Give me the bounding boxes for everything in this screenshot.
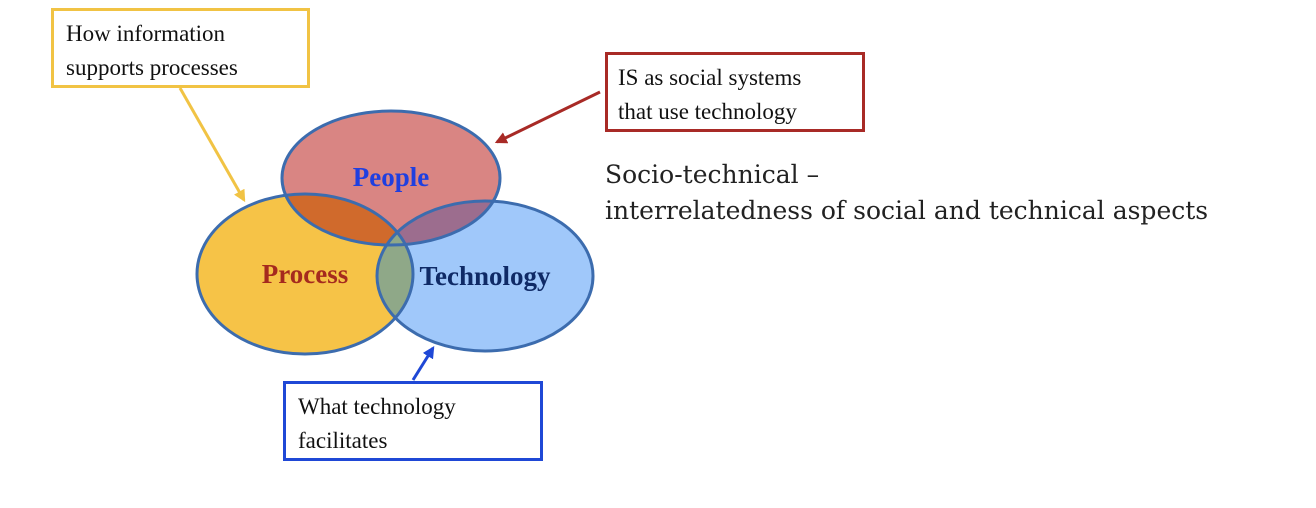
process-outline — [195, 192, 415, 356]
people-process-overlap — [282, 194, 413, 245]
headline-line2: interrelatedness of social and technical… — [605, 196, 1209, 225]
social-callout: IS as social systems that use technology — [605, 52, 865, 132]
people-technology-overlap — [377, 201, 500, 245]
process-label: Process — [262, 259, 348, 289]
social-callout-line1: IS as social systems — [618, 65, 802, 90]
socio-technical-headline: Socio-technical – interrelatedness of so… — [605, 157, 1208, 229]
information-callout-line1: How information — [66, 21, 226, 46]
technology-callout: What technology facilitates — [283, 381, 543, 461]
information-callout: How information supports processes — [51, 8, 310, 88]
social-callout-line2: that use technology — [618, 99, 797, 124]
people-outline — [280, 109, 502, 247]
technology-callout-line1: What technology — [298, 394, 456, 419]
people-label: People — [353, 162, 429, 192]
technology-callout-line2: facilitates — [298, 428, 388, 453]
information-callout-line2: supports processes — [66, 55, 238, 80]
technology-outline — [375, 199, 595, 353]
headline-line1: Socio-technical – — [605, 160, 820, 189]
technology-arrow — [411, 345, 435, 381]
technology-label: Technology — [419, 261, 551, 291]
social-arrow — [494, 90, 601, 144]
information-arrow — [178, 87, 246, 203]
